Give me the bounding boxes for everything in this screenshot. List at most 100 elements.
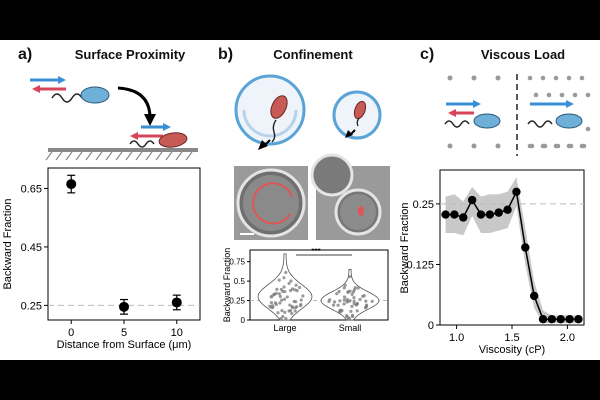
violin-point [269,305,274,309]
violin-point [288,309,293,313]
violin-point [275,287,279,291]
violin-point [340,308,344,313]
obstacle-dot [581,143,587,149]
y-tick-label: 0 [428,320,434,332]
violin-point [354,303,358,307]
violin-point [351,290,355,294]
violin-point [269,295,273,299]
violin-point [345,314,349,318]
obstacle-dot [542,143,548,149]
approach-arrow-icon [117,86,152,119]
violin-point [282,297,287,301]
violin-point [276,311,280,315]
y-tick-label: 0.65 [21,183,42,195]
violin-point [364,305,368,309]
violin-point [290,311,294,316]
violin-point [361,294,365,299]
obstacle-dot [527,75,533,81]
violin-point [280,298,284,302]
chart-c-xlabel: Viscosity (cP) [479,344,545,356]
obstacle-dot [579,75,585,81]
y-tick-label: 0.75 [229,258,245,267]
violin-point [288,303,292,307]
chart-a-ylabel: Backward Fraction [2,198,14,289]
x-tick-label: 1.5 [504,332,519,344]
violin-point [285,295,289,299]
data-point [574,314,583,324]
data-point [503,205,512,214]
obstacle-dot [447,143,453,149]
violin-point [356,286,360,290]
panel-c-title: Viscous Load [480,47,566,62]
bacterium-high-viscosity-icon [555,113,583,129]
obstacle-dot [553,75,559,81]
violin-point [289,279,293,283]
scale-bar [240,233,254,235]
cell-small-droplet-icon [353,100,367,120]
y-tick-label: 0.45 [21,242,42,254]
data-point [459,213,468,222]
violin-point [280,309,284,313]
panel-b-title: Confinement [273,47,353,62]
x-tick-label: 0 [68,327,74,339]
violin-point [297,285,302,290]
bacterium-surface-icon [158,132,188,148]
obstacle-dot [555,143,561,149]
obstacle-dot [572,92,578,98]
data-point [441,210,450,219]
y-tick-label: 0 [241,316,246,325]
obstacle-dot [585,92,591,98]
violin-point [348,274,352,279]
violin-point [352,295,356,300]
high-viscosity-dots [527,75,591,149]
large-droplet-icon [234,74,306,146]
violin-point [269,301,274,305]
violin-point [355,309,359,313]
cell-large-droplet-icon [270,95,288,119]
chart-c-ylabel: Backward Fraction [399,202,411,293]
series-line [445,189,579,320]
x-tick-label: 5 [121,327,127,339]
violin-point [346,290,350,294]
top-black-band [0,0,600,40]
bacterium-low-viscosity-icon [473,113,501,129]
obstacle-dot [471,143,477,149]
data-point [521,243,530,252]
data-point [556,314,565,324]
violin-point [272,292,276,297]
panel-b-letter: b) [218,46,234,63]
violin-point [337,289,341,294]
violin-point [350,304,354,309]
violin-point [293,288,297,292]
obstacle-dot [540,75,546,81]
violin-point [335,292,339,296]
category-label: Small [339,323,362,333]
chart-a-xlabel: Distance from Surface (μm) [57,339,192,351]
chart-b-ylabel: Backward Fraction [222,248,232,323]
obstacle-dot [495,75,501,81]
violin-point [282,285,286,289]
violin-point [279,287,283,291]
data-point [171,297,182,308]
obstacle-dot [447,75,453,81]
data-point [66,179,77,190]
violin-point [290,287,295,291]
violin-point [352,299,356,303]
chart-b-frame [249,249,389,321]
violin-point [336,303,340,307]
x-tick-label: 10 [171,327,183,339]
violin-point [350,292,354,296]
panel-a-letter: a) [18,46,33,63]
violin-point [281,314,285,319]
data-point [119,301,129,312]
violin-point [294,283,298,287]
panel-c-letter: c) [420,46,435,63]
violin-point [273,301,277,305]
data-point [485,210,495,219]
violin-point [370,299,374,303]
